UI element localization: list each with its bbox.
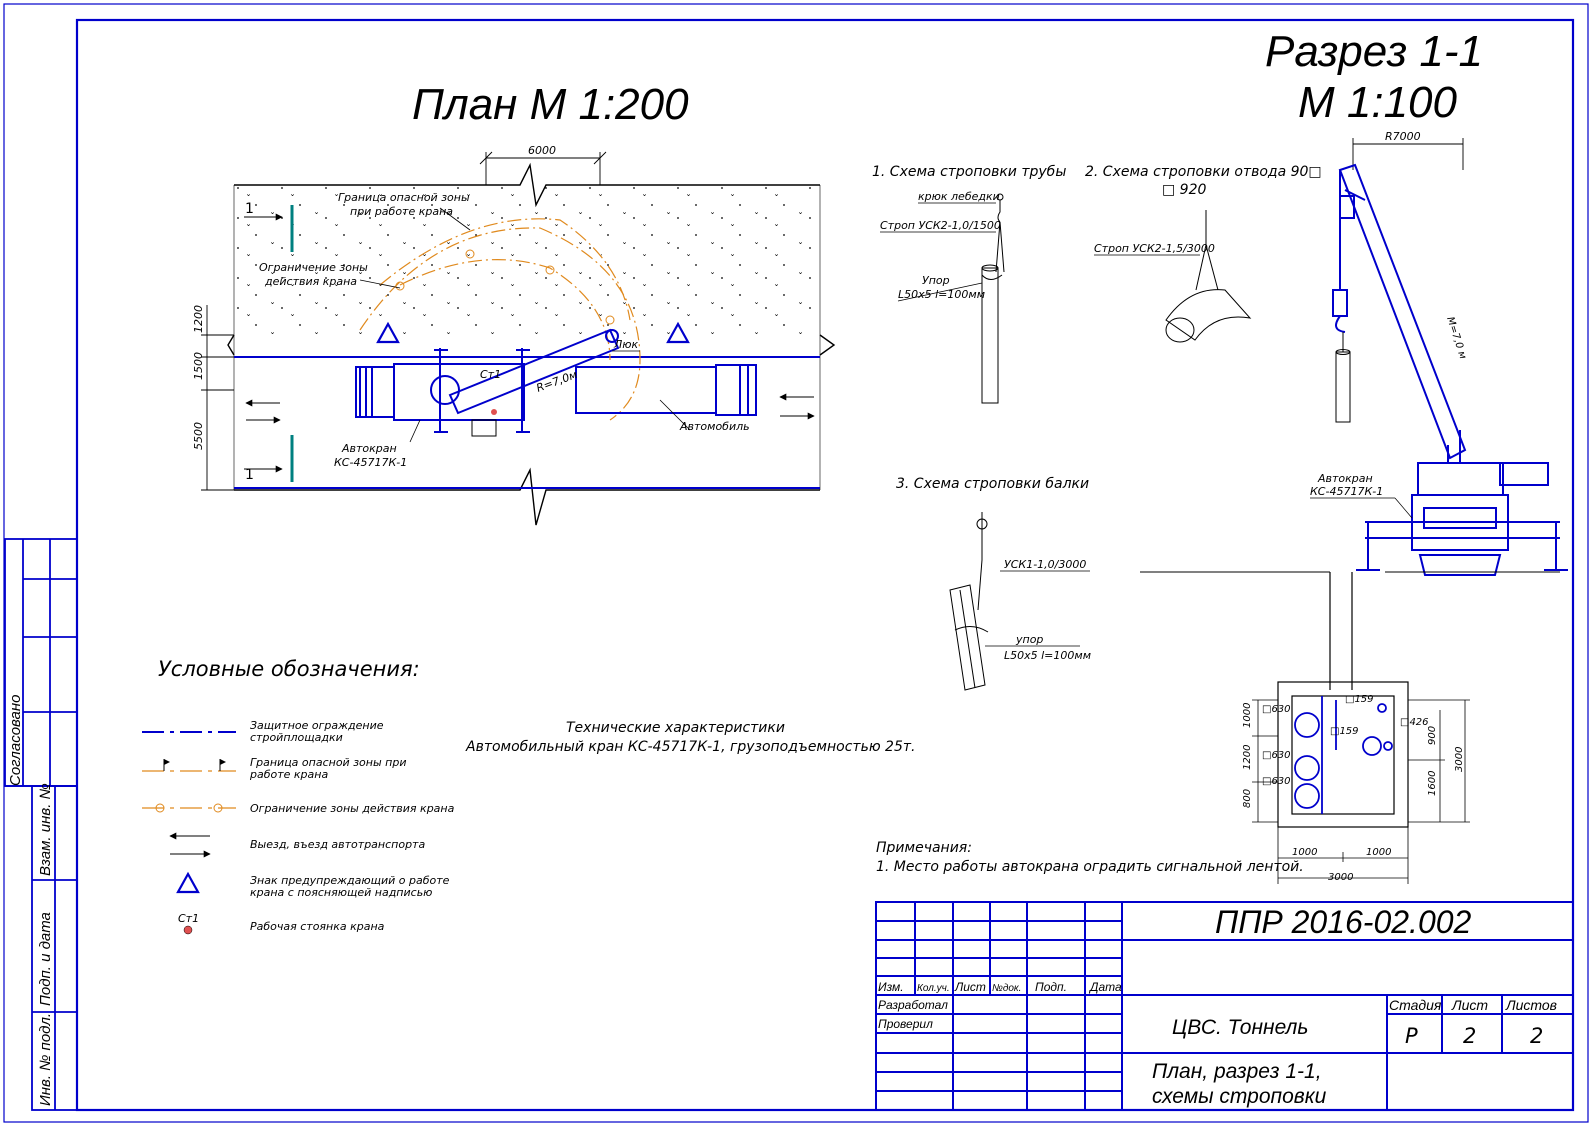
- legend-station-label: Ст1: [178, 912, 199, 925]
- side-stamp: [4, 538, 78, 1111]
- stamp-col-list: Лист: [954, 980, 986, 994]
- legend-item-5-a: Знак предупреждающий о работе: [250, 874, 450, 887]
- scheme1-drawing: [981, 193, 1005, 404]
- legend-item-6: Рабочая стоянка крана: [250, 920, 385, 933]
- plan-label-danger-1: Граница опасной зоны: [338, 191, 470, 204]
- scheme1-sling: Строп УСК2-1,0/1500: [880, 219, 1001, 232]
- plan-drawing: 6000 1200 1500 5500 1 1: [192, 144, 836, 526]
- stamp-col-izm: Изм.: [878, 980, 904, 994]
- tech-title: Технические характеристики: [566, 720, 785, 736]
- dim-900: 900: [1427, 726, 1438, 745]
- plan-label-station: Ст1: [480, 368, 501, 381]
- scheme1-hook: крюк лебедки: [918, 190, 1000, 203]
- side-inv: Инв. № подл.: [37, 1013, 54, 1106]
- soil-hatch: [234, 185, 819, 335]
- title-block: [875, 901, 1574, 1111]
- legend-item-5-b: крана с поясняющей надписью: [250, 886, 432, 899]
- legend-item-1-b: стройплощадки: [250, 731, 343, 744]
- stamp-sheet: 2: [1463, 1024, 1476, 1048]
- dim-6000: 6000: [528, 144, 556, 157]
- plan-label-limit-2: действия крана: [264, 275, 357, 288]
- stamp-stage: Р: [1405, 1024, 1418, 1048]
- dim-1000-top: 1000: [1242, 703, 1253, 728]
- stamp-sheet-label: Лист: [1451, 997, 1488, 1013]
- stamp-col-date: Дата: [1088, 980, 1122, 994]
- dim-3000-h: 3000: [1328, 872, 1353, 883]
- scheme3-stop-2: L50x5 l=100мм: [1004, 649, 1091, 662]
- section-r7000: R7000: [1385, 130, 1421, 143]
- side-podp: Подп. и дата: [37, 912, 54, 1006]
- dim-1000-a: 1000: [1292, 847, 1317, 858]
- plan-label-danger-2: при работе крана: [350, 205, 453, 218]
- dim-1200-sec: 1200: [1242, 745, 1253, 770]
- scheme1-stop-2: L50x5 l=100мм: [898, 288, 985, 301]
- section-mark-bottom: 1: [245, 467, 254, 483]
- stamp-developed: Разработал: [878, 998, 948, 1012]
- legend-item-1-a: Защитное ограждение: [250, 719, 384, 732]
- dim-800: 800: [1242, 789, 1253, 808]
- scheme2-drawing: [1165, 210, 1252, 343]
- pipe-630-b: □630: [1262, 750, 1291, 761]
- stamp-stage-label: Стадия: [1389, 997, 1442, 1013]
- section-mark-top: 1: [245, 201, 254, 217]
- legend-item-3: Ограничение зоны действия крана: [250, 802, 455, 815]
- legend-station-dot: [183, 925, 193, 935]
- pipe-159-b: □159: [1330, 726, 1359, 737]
- stamp-col-podp: Подп.: [1035, 980, 1067, 994]
- notes-title: Примечания:: [876, 840, 972, 856]
- scheme3-sling: УСК1-1,0/3000: [1004, 558, 1086, 571]
- legend-item-4: Выезд, въезд автотранспорта: [250, 838, 425, 851]
- stamp-sheets-label: Листов: [1505, 997, 1557, 1013]
- tech-text: Автомобильный кран КС-45717К-1, грузопод…: [465, 739, 915, 755]
- plan-label-hatch: Люк: [613, 338, 639, 351]
- stamp-code: ППР 2016-02.002: [1215, 904, 1472, 940]
- dim-1200: 1200: [192, 305, 205, 333]
- stamp-col-doc: №док.: [992, 983, 1021, 994]
- scheme3-title: 3. Схема строповки балки: [896, 476, 1089, 492]
- dim-1500: 1500: [192, 352, 205, 380]
- legend-item-2-b: работе крана: [249, 768, 328, 781]
- pipe-426: □426: [1400, 717, 1429, 728]
- dim-1000-b: 1000: [1366, 847, 1391, 858]
- plan-label-crane-1: Автокран: [341, 442, 397, 455]
- section-title-line2: М 1:100: [1298, 78, 1458, 127]
- section-drawing: [1140, 138, 1568, 884]
- section-title-line1: Разрез 1-1: [1265, 27, 1483, 76]
- stamp-sheets: 2: [1530, 1024, 1543, 1048]
- dim-1600: 1600: [1427, 771, 1438, 796]
- plan-label-crane-2: КС-45717К-1: [334, 456, 407, 469]
- scheme1-title: 1. Схема строповки трубы: [872, 164, 1066, 180]
- plan-title: План М 1:200: [412, 80, 689, 129]
- pipe-630-a: □630: [1262, 704, 1291, 715]
- stamp-col-kol: Кол.уч.: [917, 983, 950, 994]
- scheme2-title: 2. Схема строповки отвода 90□: [1085, 164, 1322, 180]
- scheme2-sling: Строп УСК2-1,5/3000: [1094, 242, 1215, 255]
- dim-3000-v: 3000: [1454, 747, 1465, 772]
- section-crane-label-2: КС-45717К-1: [1310, 485, 1383, 498]
- section-boom-label: М=7,0 м: [1444, 316, 1468, 361]
- dim-5500: 5500: [192, 422, 205, 450]
- side-agreed: Согласовано: [7, 695, 24, 787]
- station-dot: [491, 409, 497, 415]
- stamp-project: ЦВС. Тоннель: [1172, 1016, 1308, 1039]
- stamp-sheet-title-2: схемы строповки: [1152, 1085, 1327, 1108]
- scheme3-drawing: [949, 512, 989, 691]
- notes-text: 1. Место работы автокрана оградить сигна…: [876, 859, 1304, 875]
- side-vzam: Взам. инв. №: [37, 783, 54, 876]
- pipe-630-c: □630: [1262, 776, 1291, 787]
- stamp-checked: Проверил: [878, 1017, 933, 1031]
- sheet-frame: [3, 3, 1589, 1123]
- scheme2-diameter: □ 920: [1162, 182, 1206, 198]
- plan-label-limit-1: Ограничение зоны: [259, 261, 368, 274]
- scheme3-stop-1: упор: [1015, 633, 1043, 646]
- section-crane-label-1: Автокран: [1317, 472, 1373, 485]
- legend-symbols: [142, 731, 236, 935]
- plan-label-truck: Автомобиль: [679, 420, 750, 433]
- scheme1-stop-1: Упор: [922, 274, 950, 287]
- stamp-sheet-title-1: План, разрез 1-1,: [1152, 1060, 1322, 1083]
- legend-title: Условные обозначения:: [158, 657, 420, 681]
- legend-item-2-a: Граница опасной зоны при: [250, 756, 406, 769]
- pipe-159-a: □159: [1345, 694, 1374, 705]
